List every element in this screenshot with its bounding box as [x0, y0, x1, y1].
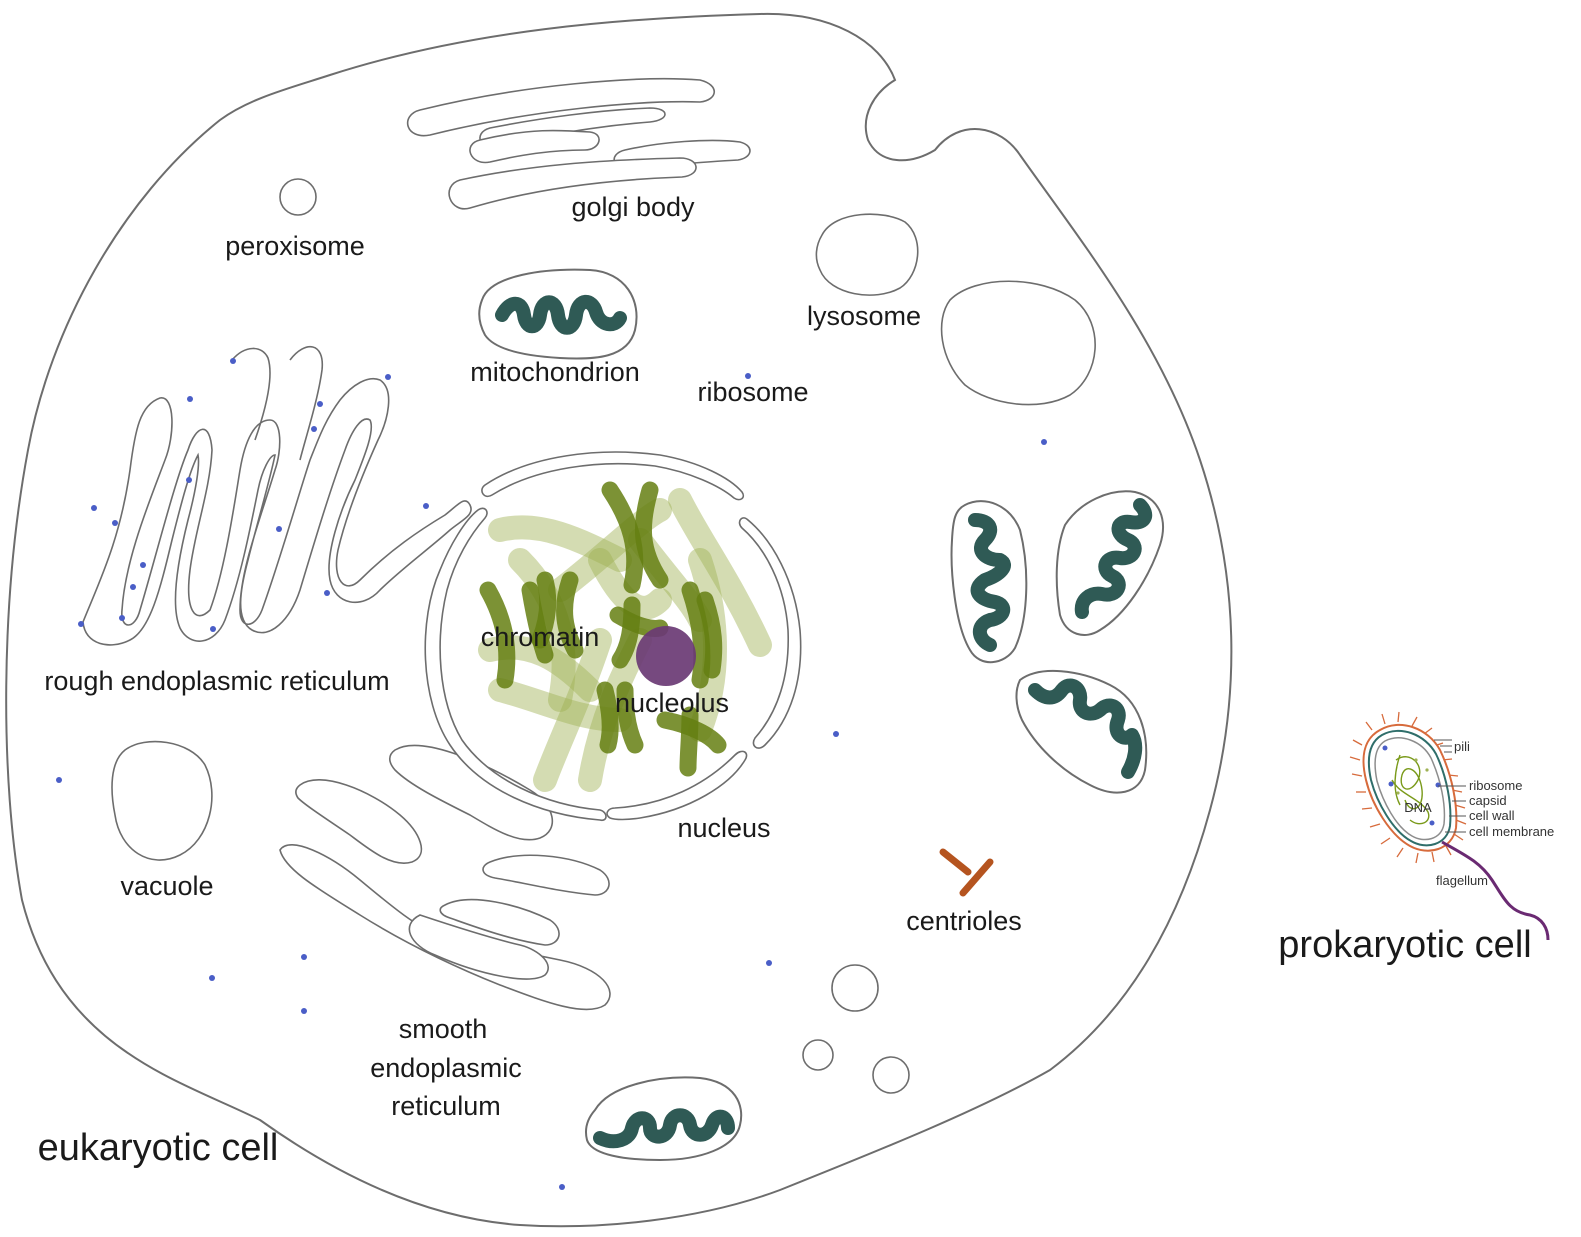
vesicle: [831, 964, 879, 1012]
label-mitochondrion: mitochondrion: [470, 357, 640, 387]
mitochondria: [478, 268, 1164, 1162]
label-smooth-er-2: endoplasmic: [370, 1053, 522, 1083]
prokaryotic-cell: pili ribosome capsid cell wall cell memb…: [1278, 711, 1554, 966]
centrioles: [939, 848, 994, 897]
mitochondrion-right-1: [950, 500, 1028, 664]
label-rough-er: rough endoplasmic reticulum: [44, 666, 389, 696]
vacuole: [111, 740, 213, 861]
eukaryotic-cell: golgi body peroxisome lysosome mitochond…: [5, 12, 1233, 1228]
label-chromatin: chromatin: [481, 622, 600, 652]
label-flagellum: flagellum: [1436, 873, 1488, 888]
prokaryote-dna: [1391, 754, 1430, 825]
nucleolus: [636, 626, 696, 686]
label-cell-wall: cell wall: [1469, 808, 1515, 823]
prokaryote-dna-dots: [1396, 758, 1429, 795]
vesicle-large: [940, 280, 1096, 406]
label-ribosome: ribosome: [697, 377, 808, 407]
ribosomes: [56, 358, 1047, 1190]
label-peroxisome: peroxisome: [225, 231, 365, 261]
label-smooth-er-1: smooth: [399, 1014, 488, 1044]
label-lysosome: lysosome: [807, 301, 921, 331]
lysosome: [815, 213, 919, 296]
label-nucleolus: nucleolus: [615, 688, 729, 718]
mitochondrion-right-3: [1015, 669, 1148, 794]
vesicle: [802, 1039, 834, 1071]
prokaryote-cell-wall: [1367, 730, 1452, 847]
smooth-er: [279, 744, 611, 1011]
label-golgi-body: golgi body: [571, 192, 695, 222]
flagellum: [1441, 840, 1550, 941]
prokaryote-ribosomes: [1382, 745, 1441, 826]
label-smooth-er-3: reticulum: [391, 1091, 501, 1121]
label-pili: pili: [1454, 739, 1470, 754]
mitochondrion-top: [478, 268, 638, 360]
eukaryotic-cell-title: eukaryotic cell: [38, 1127, 279, 1169]
nucleus-envelope: [424, 451, 802, 822]
mitochondrion-right-2: [1055, 490, 1164, 636]
chromatin-dark: [479, 481, 727, 777]
label-centrioles: centrioles: [906, 906, 1022, 936]
rough-er: [82, 378, 472, 646]
peroxisome: [279, 178, 317, 216]
label-nucleus: nucleus: [677, 813, 770, 843]
prokaryotic-cell-title: prokaryotic cell: [1278, 924, 1531, 966]
prokaryote-leader-lines: [1434, 739, 1466, 833]
vesicle: [872, 1056, 910, 1094]
label-prokaryote-ribosome: ribosome: [1469, 778, 1522, 793]
golgi-body: [406, 77, 751, 210]
label-dna: DNA: [1404, 800, 1432, 815]
label-vacuole: vacuole: [120, 871, 213, 901]
mitochondrion-bottom: [585, 1076, 743, 1162]
label-capsid: capsid: [1469, 793, 1507, 808]
label-cell-membrane: cell membrane: [1469, 824, 1554, 839]
